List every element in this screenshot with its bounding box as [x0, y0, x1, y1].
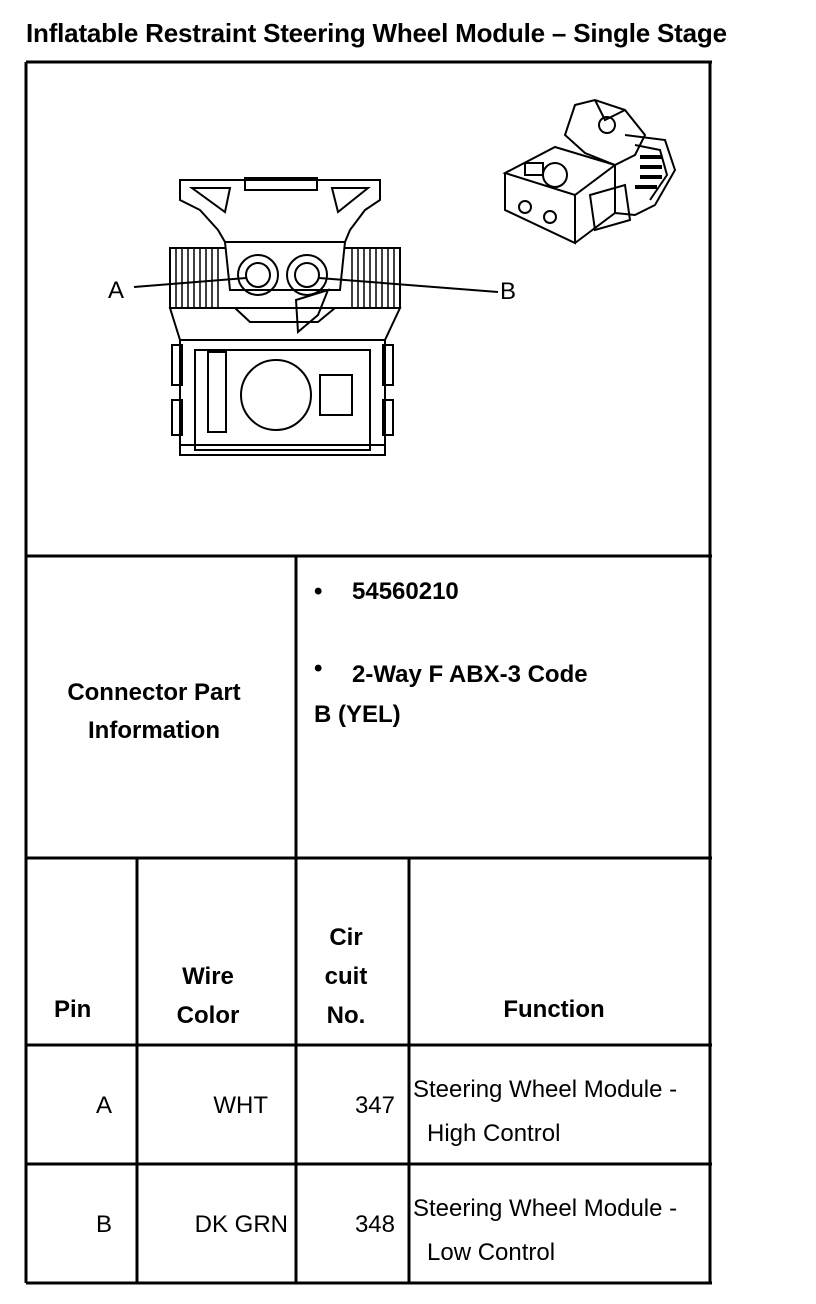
- header-wire-color: Wire Color: [140, 957, 276, 1035]
- row-a-circuit: 347: [354, 1092, 395, 1119]
- connector-info-label-line1: Connector Part: [67, 679, 241, 706]
- header-function: Function: [503, 996, 605, 1023]
- header-circuit-no: Cir cuit No.: [305, 918, 387, 1035]
- connector-isometric-view: [502, 98, 677, 245]
- row-b-pin: B: [95, 1211, 112, 1238]
- row-a-function-line1: Steering Wheel Module -: [413, 1076, 678, 1103]
- row-b-function-line1: Steering Wheel Module -: [413, 1195, 678, 1222]
- row-b-circuit: 348: [354, 1211, 395, 1238]
- header-circuit-line2: cuit: [324, 963, 368, 990]
- pin-b-label: B: [500, 278, 516, 305]
- part-number: 54560210: [352, 578, 459, 605]
- page-title: Inflatable Restraint Steering Wheel Modu…: [26, 18, 727, 48]
- connector-face-diagram: A B: [108, 177, 516, 456]
- connector-description-bullet: •: [314, 655, 323, 682]
- connector-info-label-line2: Information: [88, 717, 220, 744]
- header-wire-color-line1: Wire: [182, 963, 234, 990]
- header-circuit-line1: Cir: [329, 924, 363, 951]
- part-number-bullet: •: [314, 578, 323, 605]
- header-pin: Pin: [54, 996, 92, 1023]
- row-a-function: Steering Wheel Module - High Control: [413, 1068, 707, 1156]
- row-b-wire-color: DK GRN: [194, 1211, 288, 1238]
- header-circuit-line3: No.: [326, 1002, 366, 1029]
- row-a-function-line2: High Control: [427, 1120, 561, 1147]
- connector-description: 2-Way F ABX-3 Code B (YEL): [314, 655, 588, 735]
- connector-description-line1: 2-Way F ABX-3 Code: [352, 661, 588, 688]
- row-a-wire-color: WHT: [213, 1092, 268, 1119]
- header-wire-color-line2: Color: [176, 1002, 240, 1029]
- row-a-pin: A: [95, 1092, 112, 1119]
- connector-info-label: Connector Part Information: [40, 674, 268, 750]
- connector-description-line2: B (YEL): [314, 701, 401, 728]
- row-b-function-line2: Low Control: [427, 1239, 556, 1266]
- pin-a-label: A: [108, 277, 124, 304]
- row-b-function: Steering Wheel Module - Low Control: [413, 1187, 707, 1275]
